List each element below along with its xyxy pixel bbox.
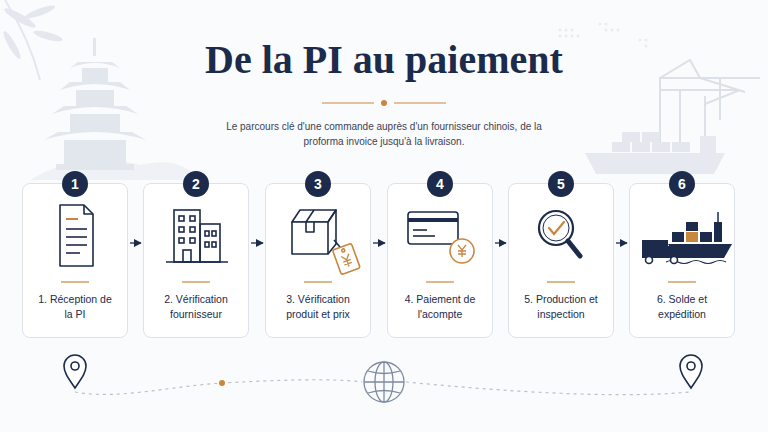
step-label: 5. Production et inspection <box>523 292 599 322</box>
flow-arrow <box>373 242 385 243</box>
building-icon <box>166 210 228 262</box>
step-label: 4. Paiement de l'acompte <box>402 292 478 322</box>
bamboo-leaves <box>1 0 63 80</box>
step-label: 3. Vérification produit et prix <box>280 292 356 322</box>
globe <box>364 362 404 402</box>
step-number: 2 <box>183 171 209 197</box>
card-fills <box>22 183 735 338</box>
ship-bridge <box>700 136 716 153</box>
title: De la PI au paiement <box>0 36 768 84</box>
step-number: 3 <box>305 171 331 197</box>
step-card: 33. Vérification produit et prix <box>265 183 371 338</box>
step-card: 66. Solde et expédition <box>629 183 735 338</box>
ship <box>585 153 725 174</box>
step-number: 5 <box>548 171 574 197</box>
document-icon <box>60 205 93 266</box>
step-label: 2. Vérification fournisseur <box>158 292 234 322</box>
payment-card-icon <box>408 212 474 263</box>
step-card: 55. Production et inspection <box>508 183 614 338</box>
box-tag-icon <box>292 210 360 275</box>
step-card: 22. Vérification fournisseur <box>143 183 249 338</box>
card-separators <box>61 281 696 282</box>
flow-arrow <box>251 242 263 243</box>
step-number: 6 <box>669 171 695 197</box>
caption: Le parcours clé d'une commande auprès d'… <box>224 119 544 149</box>
containers <box>612 132 690 152</box>
step-card: 44. Paiement de l'acompte <box>387 183 493 338</box>
title-divider <box>322 100 446 106</box>
route-dot <box>219 380 225 386</box>
flow-arrow <box>495 242 506 243</box>
step-number: 4 <box>427 171 453 197</box>
flow-arrow <box>616 242 627 243</box>
map-dots <box>559 23 648 48</box>
flow-arrow <box>130 242 141 243</box>
step-card: 11. Réception de la PI <box>22 183 128 338</box>
step-label: 1. Réception de la PI <box>37 292 113 322</box>
step-number: 1 <box>62 171 88 197</box>
magnifier-icon <box>539 211 580 256</box>
pagoda <box>30 38 200 180</box>
truck-ship-icon <box>642 212 732 264</box>
step-label: 6. Solde et expédition <box>644 292 720 322</box>
